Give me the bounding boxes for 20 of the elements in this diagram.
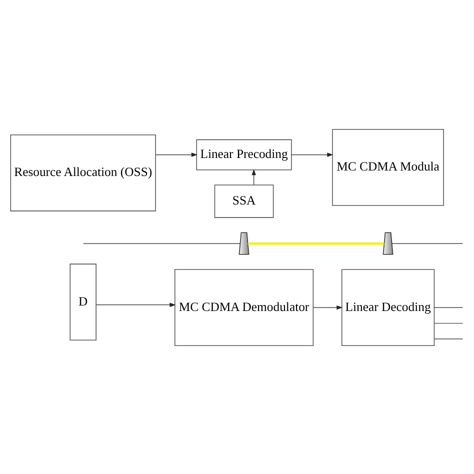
connector xyxy=(392,242,464,244)
node-box: Linear Decoding xyxy=(341,268,435,346)
node-box: Linear Precoding xyxy=(196,138,292,170)
arrow xyxy=(313,304,343,310)
connector xyxy=(248,242,384,244)
arrow xyxy=(156,152,198,156)
node-box: Resource Allocation (OSS) xyxy=(10,134,156,211)
node-box: MC CDMA Demodulator xyxy=(174,268,314,346)
arrow xyxy=(291,152,334,156)
node-box: D xyxy=(70,263,96,340)
node-box: SSA xyxy=(214,184,274,218)
node-antenna xyxy=(382,232,394,254)
node-box: MC CDMA Modula xyxy=(332,128,444,206)
connector xyxy=(434,322,464,324)
arrow xyxy=(96,302,176,306)
node-antenna xyxy=(238,232,250,254)
connector xyxy=(434,338,464,339)
arrow xyxy=(252,168,256,185)
connector xyxy=(83,242,240,244)
connector xyxy=(434,306,464,308)
